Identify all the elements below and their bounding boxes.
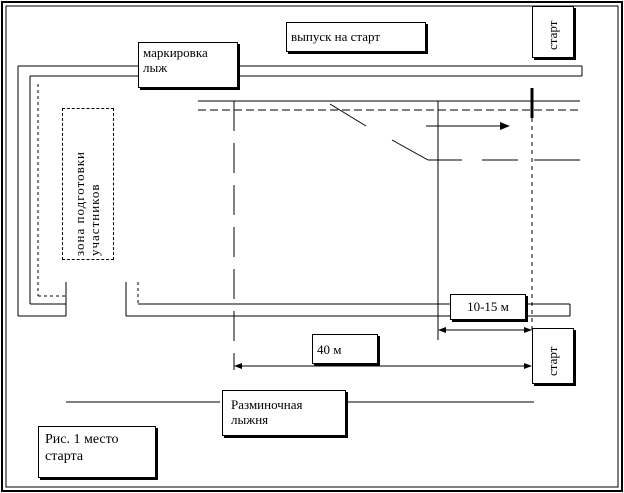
dim-10-15-arrow-left	[438, 327, 446, 333]
dim-40-arrow-left	[234, 363, 242, 369]
ski-marking-label: маркировка лыж	[138, 42, 238, 88]
start-label-top-box	[532, 6, 574, 58]
figure-caption: Рис. 1 место старта	[38, 426, 156, 478]
warmup-track-label: Разминочная лыжня	[222, 390, 346, 436]
merge-diagonal-1	[329, 103, 367, 127]
merge-diagonal-2	[391, 139, 429, 161]
direction-arrow-head	[500, 122, 510, 130]
participants-zone-label: зона подготовки участников	[72, 151, 102, 256]
distance-40-label: 40 м	[312, 334, 378, 364]
start-label-bottom: старт	[545, 346, 560, 376]
release-to-start-label: выпуск на старт	[286, 22, 426, 52]
start-label-bottom-box	[532, 328, 574, 384]
inner-frame	[5, 5, 619, 488]
dim-40-arrow-right	[524, 363, 532, 369]
start-label-top: старт	[545, 20, 560, 50]
distance-10-15-label: 10-15 м	[450, 294, 526, 320]
participants-zone-box	[62, 108, 114, 260]
dim-10-15-arrow-right	[524, 327, 532, 333]
